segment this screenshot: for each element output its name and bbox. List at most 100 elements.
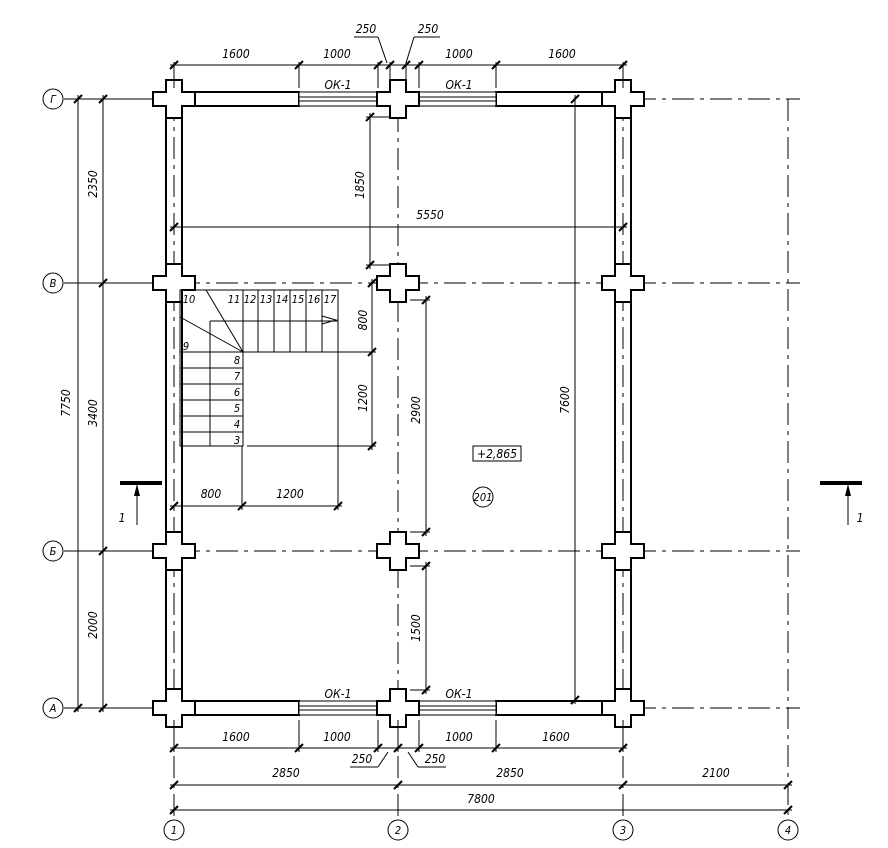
stair-number: 7 bbox=[234, 370, 241, 383]
stair-number: 5 bbox=[234, 402, 240, 415]
log-post-cross bbox=[376, 688, 420, 728]
dimension-bottom: 1000 bbox=[323, 730, 351, 744]
dimension-stair: 800 bbox=[201, 487, 222, 501]
section-label: 1 bbox=[119, 511, 126, 525]
line bbox=[405, 36, 415, 64]
dimension-tick bbox=[618, 222, 628, 232]
dimension-bottom-small: 250 bbox=[352, 752, 373, 766]
dimension-interior: 2900 bbox=[409, 396, 423, 424]
axis-bubble bbox=[612, 819, 634, 841]
stair-direction-arrow bbox=[321, 315, 338, 325]
stair-number: 4 bbox=[234, 418, 240, 431]
axis-bubble bbox=[42, 88, 64, 110]
dimension-axes: 2850 bbox=[272, 766, 300, 780]
stair-number: 6 bbox=[234, 386, 240, 399]
line bbox=[377, 751, 389, 768]
stair-number: 16 bbox=[308, 293, 321, 306]
dimension-tick bbox=[169, 222, 179, 232]
dimension-top: 1600 bbox=[548, 47, 576, 61]
dimension-left: 2000 bbox=[86, 611, 100, 639]
dimension-interior: 1500 bbox=[409, 614, 423, 642]
dimension-interior: 7600 bbox=[558, 386, 572, 414]
stair-number: 15 bbox=[292, 293, 305, 306]
dimension-interior: 800 bbox=[356, 310, 370, 331]
dimension-interior: 1200 bbox=[356, 384, 370, 412]
dimension-tick bbox=[783, 805, 793, 815]
log-post-cross bbox=[601, 79, 645, 119]
axis-label-row: В bbox=[50, 277, 57, 290]
dimension-tick bbox=[169, 805, 179, 815]
log-post-cross bbox=[601, 688, 645, 728]
stair-number: 17 bbox=[324, 293, 337, 306]
axis-label-row: А bbox=[49, 702, 57, 715]
grid-axes bbox=[42, 88, 800, 841]
dimension-tick bbox=[570, 695, 580, 705]
dimension-stair: 1200 bbox=[276, 487, 304, 501]
stair-lower-flight bbox=[179, 351, 244, 447]
axis-bubble bbox=[163, 819, 185, 841]
dimension-interior: 1850 bbox=[353, 171, 367, 199]
dimension-bottom-small: 250 bbox=[425, 752, 446, 766]
dimension-overall: 7800 bbox=[467, 792, 495, 806]
walls bbox=[152, 79, 645, 728]
window-label: ОК-1 bbox=[325, 78, 352, 92]
dimension-tick bbox=[618, 780, 628, 790]
dimension-top: 1000 bbox=[445, 47, 473, 61]
dimension-top-small: 250 bbox=[418, 22, 439, 36]
axis-bubble bbox=[42, 272, 64, 294]
dimension-tick bbox=[783, 780, 793, 790]
dimension-interior: 5550 bbox=[416, 208, 444, 222]
log-post-cross bbox=[376, 263, 420, 303]
stair-number: 10 bbox=[183, 293, 196, 306]
axis-bubble bbox=[777, 819, 799, 841]
stair-number: 3 bbox=[234, 434, 240, 447]
winder-line bbox=[205, 289, 244, 353]
dimension-tick bbox=[393, 780, 403, 790]
axis-label-row: Б bbox=[50, 545, 57, 558]
log-post-cross bbox=[152, 79, 196, 119]
axis-label-row: Г bbox=[50, 93, 57, 106]
dimension-tick bbox=[169, 780, 179, 790]
dimension-axes: 2100 bbox=[702, 766, 730, 780]
section-label: 1 bbox=[857, 511, 864, 525]
axis-label-col: 2 bbox=[395, 824, 401, 837]
dimension-top: 1000 bbox=[323, 47, 351, 61]
axis-bubble bbox=[387, 819, 409, 841]
dimension-top-small: 250 bbox=[356, 22, 377, 36]
section-mark-bar bbox=[820, 481, 862, 485]
axis-bubble bbox=[42, 540, 64, 562]
window-label: ОК-1 bbox=[325, 687, 352, 701]
elevation-box bbox=[472, 445, 522, 462]
dimension-axes: 2850 bbox=[496, 766, 524, 780]
window bbox=[298, 700, 379, 716]
stair-number: 13 bbox=[260, 293, 273, 306]
stair-number: 14 bbox=[276, 293, 289, 306]
dimension-left: 2350 bbox=[86, 170, 100, 198]
dimension-top: 1600 bbox=[222, 47, 250, 61]
room-bubble bbox=[472, 486, 494, 508]
dimension-left: 3400 bbox=[86, 399, 100, 427]
window-label: ОК-1 bbox=[446, 687, 473, 701]
log-post-cross bbox=[601, 263, 645, 303]
stair-number: 12 bbox=[244, 293, 257, 306]
window bbox=[298, 91, 379, 107]
stair-number: 8 bbox=[234, 354, 240, 367]
staircase bbox=[179, 289, 339, 447]
section-arrow-head bbox=[134, 484, 140, 496]
log-post-cross bbox=[376, 79, 420, 119]
axis-bubble bbox=[42, 697, 64, 719]
winder-line bbox=[179, 316, 244, 353]
axis-label-col: 1 bbox=[171, 824, 177, 837]
dimension-tick bbox=[570, 94, 580, 104]
dimensions bbox=[64, 36, 793, 815]
room-number: 201 bbox=[474, 491, 493, 504]
section-mark-bar bbox=[120, 481, 162, 485]
window bbox=[418, 700, 497, 716]
dimension-left-total: 7750 bbox=[59, 389, 73, 417]
dimension-bottom: 1000 bbox=[445, 730, 473, 744]
axis-label-col: 3 bbox=[620, 824, 626, 837]
dimension-tick bbox=[367, 278, 377, 288]
window bbox=[418, 91, 497, 107]
